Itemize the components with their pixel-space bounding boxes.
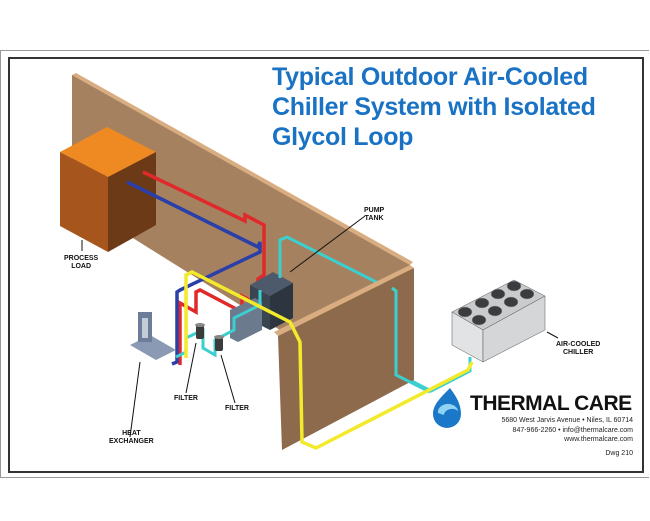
air-cooled-chiller bbox=[451, 279, 546, 363]
thermal-care-logo-icon bbox=[433, 388, 461, 428]
company-name: THERMAL CARE bbox=[470, 392, 632, 415]
drawing-number: Dwg 210 bbox=[605, 449, 633, 457]
label-pump-tank: PUMP TANK bbox=[364, 207, 384, 223]
outer-frame bbox=[0, 50, 649, 478]
company-address: 5680 West Jarvis Avenue • Niles, IL 6071… bbox=[501, 417, 633, 424]
glycol-pipe-exterior bbox=[391, 286, 431, 394]
label-process-load: PROCESS LOAD bbox=[64, 255, 98, 271]
label-line: AIR-COOLED bbox=[556, 341, 601, 348]
return-pipe bbox=[126, 180, 262, 366]
label-line: HEAT bbox=[122, 430, 141, 437]
filter-1 bbox=[195, 323, 205, 339]
filter-2 bbox=[214, 335, 224, 351]
company-phone-email: 847-966-2260 • info@thermalcare.com bbox=[512, 426, 633, 434]
heat-exchanger bbox=[130, 312, 176, 360]
process-load-box bbox=[60, 127, 156, 252]
side-wall bbox=[274, 265, 414, 450]
title-line-1: Typical Outdoor Air-Cooled bbox=[272, 63, 588, 91]
label-air-cooled-chiller: AIR-COOLED CHILLER bbox=[556, 341, 600, 357]
label-line: CHILLER bbox=[563, 349, 594, 356]
label-heat-exchanger: HEAT EXCHANGER bbox=[109, 430, 154, 446]
back-wall bbox=[72, 73, 413, 330]
title-line-3: Glycol Loop bbox=[272, 123, 414, 151]
company-contact: 5680 West Jarvis Avenue • Niles, IL 6071… bbox=[501, 416, 633, 458]
diagram-title: Typical Outdoor Air-Cooled Chiller Syste… bbox=[272, 62, 596, 152]
title-line-2: Chiller System with Isolated bbox=[272, 93, 596, 121]
label-line: PUMP bbox=[364, 207, 385, 214]
company-website[interactable]: www.thermalcare.com bbox=[564, 436, 633, 443]
label-filter-2: FILTER bbox=[225, 405, 249, 412]
label-line: LOAD bbox=[71, 263, 92, 270]
label-line: EXCHANGER bbox=[109, 438, 154, 445]
label-filter-1: FILTER bbox=[174, 395, 198, 402]
label-line: PROCESS bbox=[64, 255, 99, 262]
chiller-loop-pipe bbox=[184, 270, 474, 450]
label-line: TANK bbox=[364, 215, 384, 222]
leader-lines bbox=[81, 215, 559, 438]
